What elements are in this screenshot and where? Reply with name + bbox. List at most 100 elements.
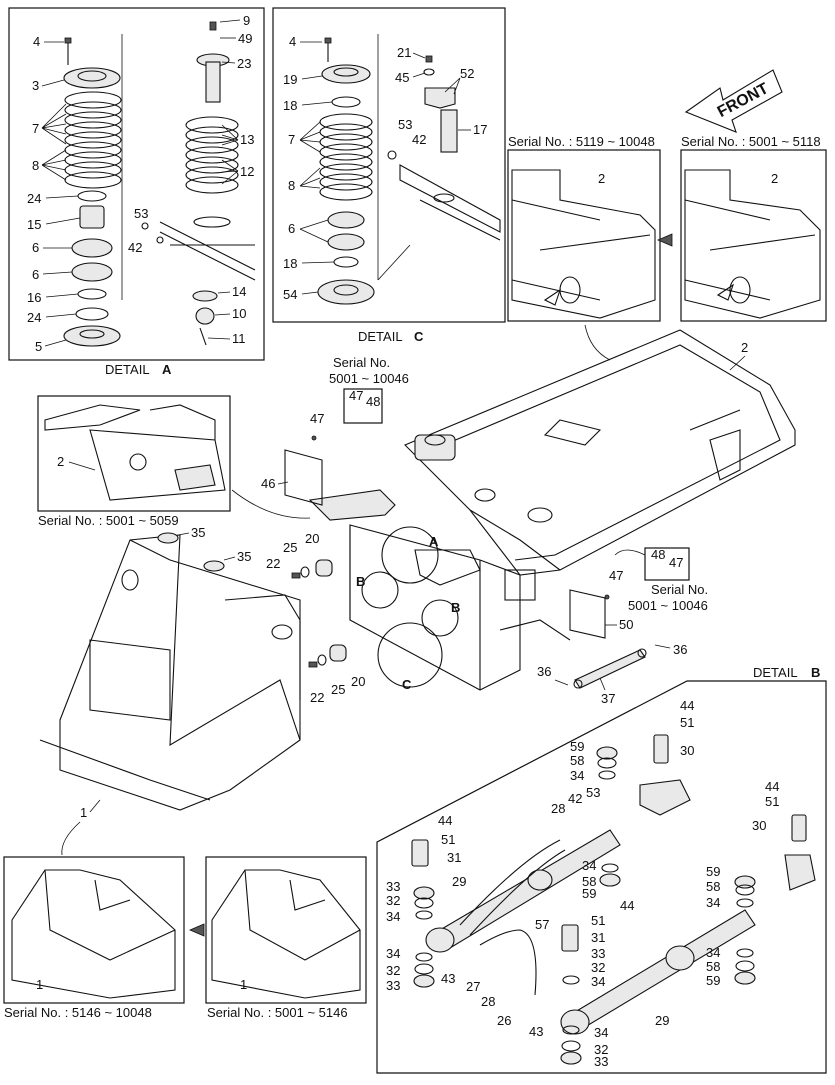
label-2d: 2 xyxy=(57,454,64,469)
label-30a: 30 xyxy=(680,743,694,758)
label-19: 19 xyxy=(283,72,297,87)
label-28b: 28 xyxy=(481,994,495,1009)
label-9: 9 xyxy=(243,13,250,28)
bracket-panel: 2 Serial No. : 5001 ~ 5059 xyxy=(37,395,311,528)
serial-top-2: 5001 ~ 10046 xyxy=(329,371,409,386)
plate-50: 50 47 48 47 Serial No. 5001 ~ 10046 xyxy=(569,547,708,639)
label-34f: 34 xyxy=(386,946,400,961)
label-42a: 42 xyxy=(128,240,142,255)
label-33b: 33 xyxy=(591,946,605,961)
label-4: 4 xyxy=(33,34,40,49)
label-42b: 42 xyxy=(568,791,582,806)
base-5001-panel: 1 Serial No. : 5001 ~ 5146 xyxy=(188,856,367,1020)
label-58a: 58 xyxy=(570,753,584,768)
label-58b: 58 xyxy=(582,874,596,889)
label-7c: 7 xyxy=(288,132,295,147)
label-33d: 33 xyxy=(594,1054,608,1069)
label-22a: 22 xyxy=(266,556,280,571)
label-44b: 44 xyxy=(765,779,779,794)
label-6c: 6 xyxy=(288,221,295,236)
label-48a: 48 xyxy=(366,394,380,409)
label-51a: 51 xyxy=(680,715,694,730)
label-2c: 2 xyxy=(771,171,778,186)
front-arrow: FRONT xyxy=(684,69,783,133)
label-20b: 20 xyxy=(351,674,365,689)
marker-b2: B xyxy=(451,600,460,615)
pins-upper: 20 25 22 xyxy=(266,531,333,579)
disc-spring-stack-a xyxy=(64,91,122,189)
label-18d: 18 xyxy=(283,256,297,271)
label-54: 54 xyxy=(283,287,297,302)
label-58c: 58 xyxy=(706,879,720,894)
label-27: 27 xyxy=(466,979,480,994)
base-5146-serial: Serial No. : 5146 ~ 10048 xyxy=(4,1005,152,1020)
label-59d: 59 xyxy=(706,973,720,988)
frame-5119-panel: Serial No. : 5119 ~ 10048 2 xyxy=(507,134,661,322)
serial-right-2: 5001 ~ 10046 xyxy=(628,598,708,613)
label-34g: 34 xyxy=(706,945,720,960)
marker-b1: B xyxy=(356,574,365,589)
detail-a-frame xyxy=(8,7,265,361)
label-43b: 43 xyxy=(529,1024,543,1039)
label-32a: 32 xyxy=(386,893,400,908)
label-59b: 59 xyxy=(582,886,596,901)
label-20a: 20 xyxy=(305,531,319,546)
base-5146-panel: 1 Serial No. : 5146 ~ 10048 xyxy=(3,856,185,1020)
label-31b: 31 xyxy=(591,930,605,945)
detail-b-letter: B xyxy=(811,665,820,680)
label-2a: 2 xyxy=(741,340,748,355)
label-28a: 28 xyxy=(551,801,565,816)
label-29a: 29 xyxy=(452,874,466,889)
label-29b: 29 xyxy=(655,1013,669,1028)
label-33c: 33 xyxy=(386,978,400,993)
label-16: 16 xyxy=(27,290,41,305)
frame-5001-serial: Serial No. : 5001 ~ 5118 xyxy=(681,134,821,149)
label-32d: 32 xyxy=(594,1042,608,1057)
pins-lower: 22 25 20 xyxy=(308,644,365,705)
marker-c: C xyxy=(402,677,412,692)
label-42c: 42 xyxy=(412,132,426,147)
label-25a: 25 xyxy=(283,540,297,555)
label-50: 50 xyxy=(619,617,633,632)
label-48b: 48 xyxy=(651,547,665,562)
detail-c-caption: DETAIL xyxy=(358,329,403,344)
label-37: 37 xyxy=(601,691,615,706)
label-52: 52 xyxy=(460,66,474,81)
label-8c: 8 xyxy=(288,178,295,193)
label-18c: 18 xyxy=(283,98,297,113)
label-34c: 34 xyxy=(706,895,720,910)
label-47c: 47 xyxy=(609,568,623,583)
label-1a: 1 xyxy=(80,805,87,820)
detail-c-letter: C xyxy=(414,329,424,344)
label-36b: 36 xyxy=(537,664,551,679)
label-49: 49 xyxy=(238,31,252,46)
label-53a: 53 xyxy=(134,206,148,221)
label-44c: 44 xyxy=(438,813,452,828)
frame-5119-serial: Serial No. : 5119 ~ 10048 xyxy=(508,134,655,149)
label-36a: 36 xyxy=(673,642,687,657)
label-21: 21 xyxy=(397,45,411,60)
disc-spring-stack-c xyxy=(319,113,373,201)
label-15: 15 xyxy=(27,217,41,232)
label-59c: 59 xyxy=(706,864,720,879)
label-2b: 2 xyxy=(598,171,605,186)
label-24b: 24 xyxy=(27,310,41,325)
label-47a: 47 xyxy=(310,411,324,426)
label-43a: 43 xyxy=(441,971,455,986)
label-14: 14 xyxy=(232,284,246,299)
base-5001-serial: Serial No. : 5001 ~ 5146 xyxy=(207,1005,348,1020)
label-44d: 44 xyxy=(620,898,634,913)
label-59a: 59 xyxy=(570,739,584,754)
label-5: 5 xyxy=(35,339,42,354)
frame-5001-panel: Serial No. : 5001 ~ 5118 2 xyxy=(656,134,827,322)
main-frame: 2 xyxy=(308,324,796,691)
label-6a: 6 xyxy=(32,240,39,255)
label-34e: 34 xyxy=(591,974,605,989)
detail-a-caption: DETAIL xyxy=(105,362,150,377)
label-25b: 25 xyxy=(331,682,345,697)
label-31a: 31 xyxy=(447,850,461,865)
label-34b: 34 xyxy=(582,858,596,873)
label-45: 45 xyxy=(395,70,409,85)
label-46: 46 xyxy=(261,476,275,491)
